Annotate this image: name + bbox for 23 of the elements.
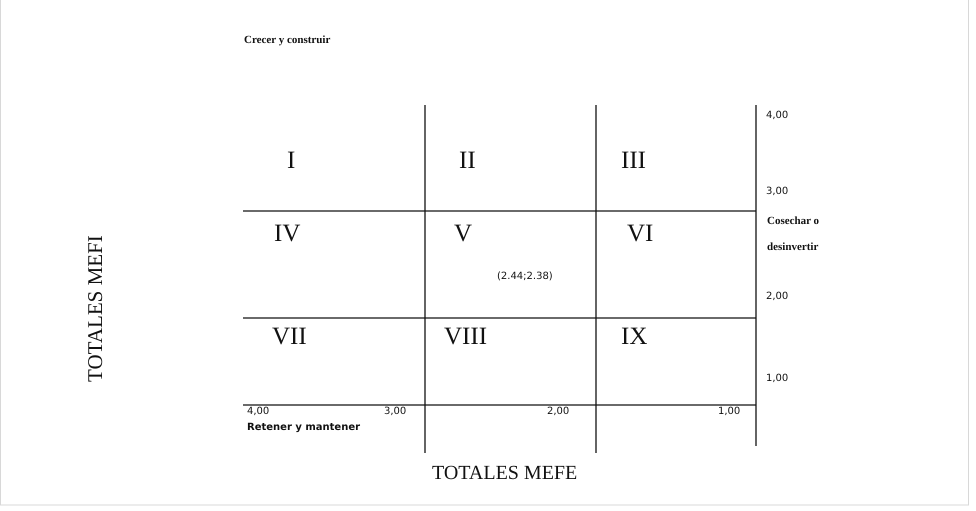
coordinate-label: (2.44;2.38) (497, 271, 553, 283)
cell-number: V (454, 219, 472, 249)
axis-tick-label: 1,00 (718, 406, 740, 418)
axis-tick-label: 4,00 (247, 406, 270, 418)
axis-tick-label: 1,00 (766, 373, 788, 385)
quadrant-heading: Retener y mantener (247, 422, 360, 434)
axis-tick-label: 4,00 (766, 110, 788, 122)
cell-number: I (287, 146, 296, 176)
axis-title: TOTALES MEFE (432, 461, 578, 485)
cell-number: VIII (444, 322, 488, 352)
cell-number: IV (274, 219, 300, 249)
axis-title: TOTALES MEFI (82, 234, 108, 382)
axis-tick-label: 3,00 (766, 186, 788, 198)
axis-tick-label: 3,00 (384, 406, 406, 418)
cell-number: VII (272, 322, 307, 352)
cell-number: VI (627, 219, 654, 249)
cell-number: II (459, 146, 476, 176)
cell-number: III (621, 146, 646, 176)
quadrant-heading: Cosechar o desinvertir (767, 214, 820, 255)
axis-tick-label: 2,00 (766, 291, 788, 303)
cell-number: IX (621, 322, 648, 352)
quadrant-heading: Crecer y construir (244, 34, 330, 48)
axis-tick-label: 2,00 (547, 406, 570, 418)
